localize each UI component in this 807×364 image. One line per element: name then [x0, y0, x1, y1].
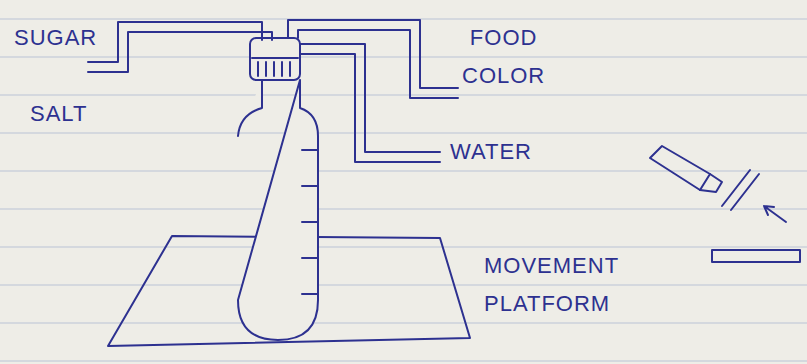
part-label: MOVEMENT PLATFORM — [484, 247, 634, 323]
food-color-tube — [288, 20, 458, 98]
bottle-ticks — [302, 150, 318, 294]
cap-ridges — [252, 58, 298, 76]
bottle-cap — [250, 38, 300, 80]
part-label: WATER — [450, 133, 532, 171]
tilted-bottle-sketch — [650, 146, 800, 262]
sugar-tube — [88, 22, 272, 72]
part-label: FOOD COLOR — [462, 19, 545, 95]
water-tube — [300, 44, 440, 162]
part-label: SALT — [30, 95, 87, 133]
ruled-lines — [0, 19, 807, 361]
bottle-body — [238, 80, 318, 340]
part-label: SUGAR — [14, 19, 97, 57]
